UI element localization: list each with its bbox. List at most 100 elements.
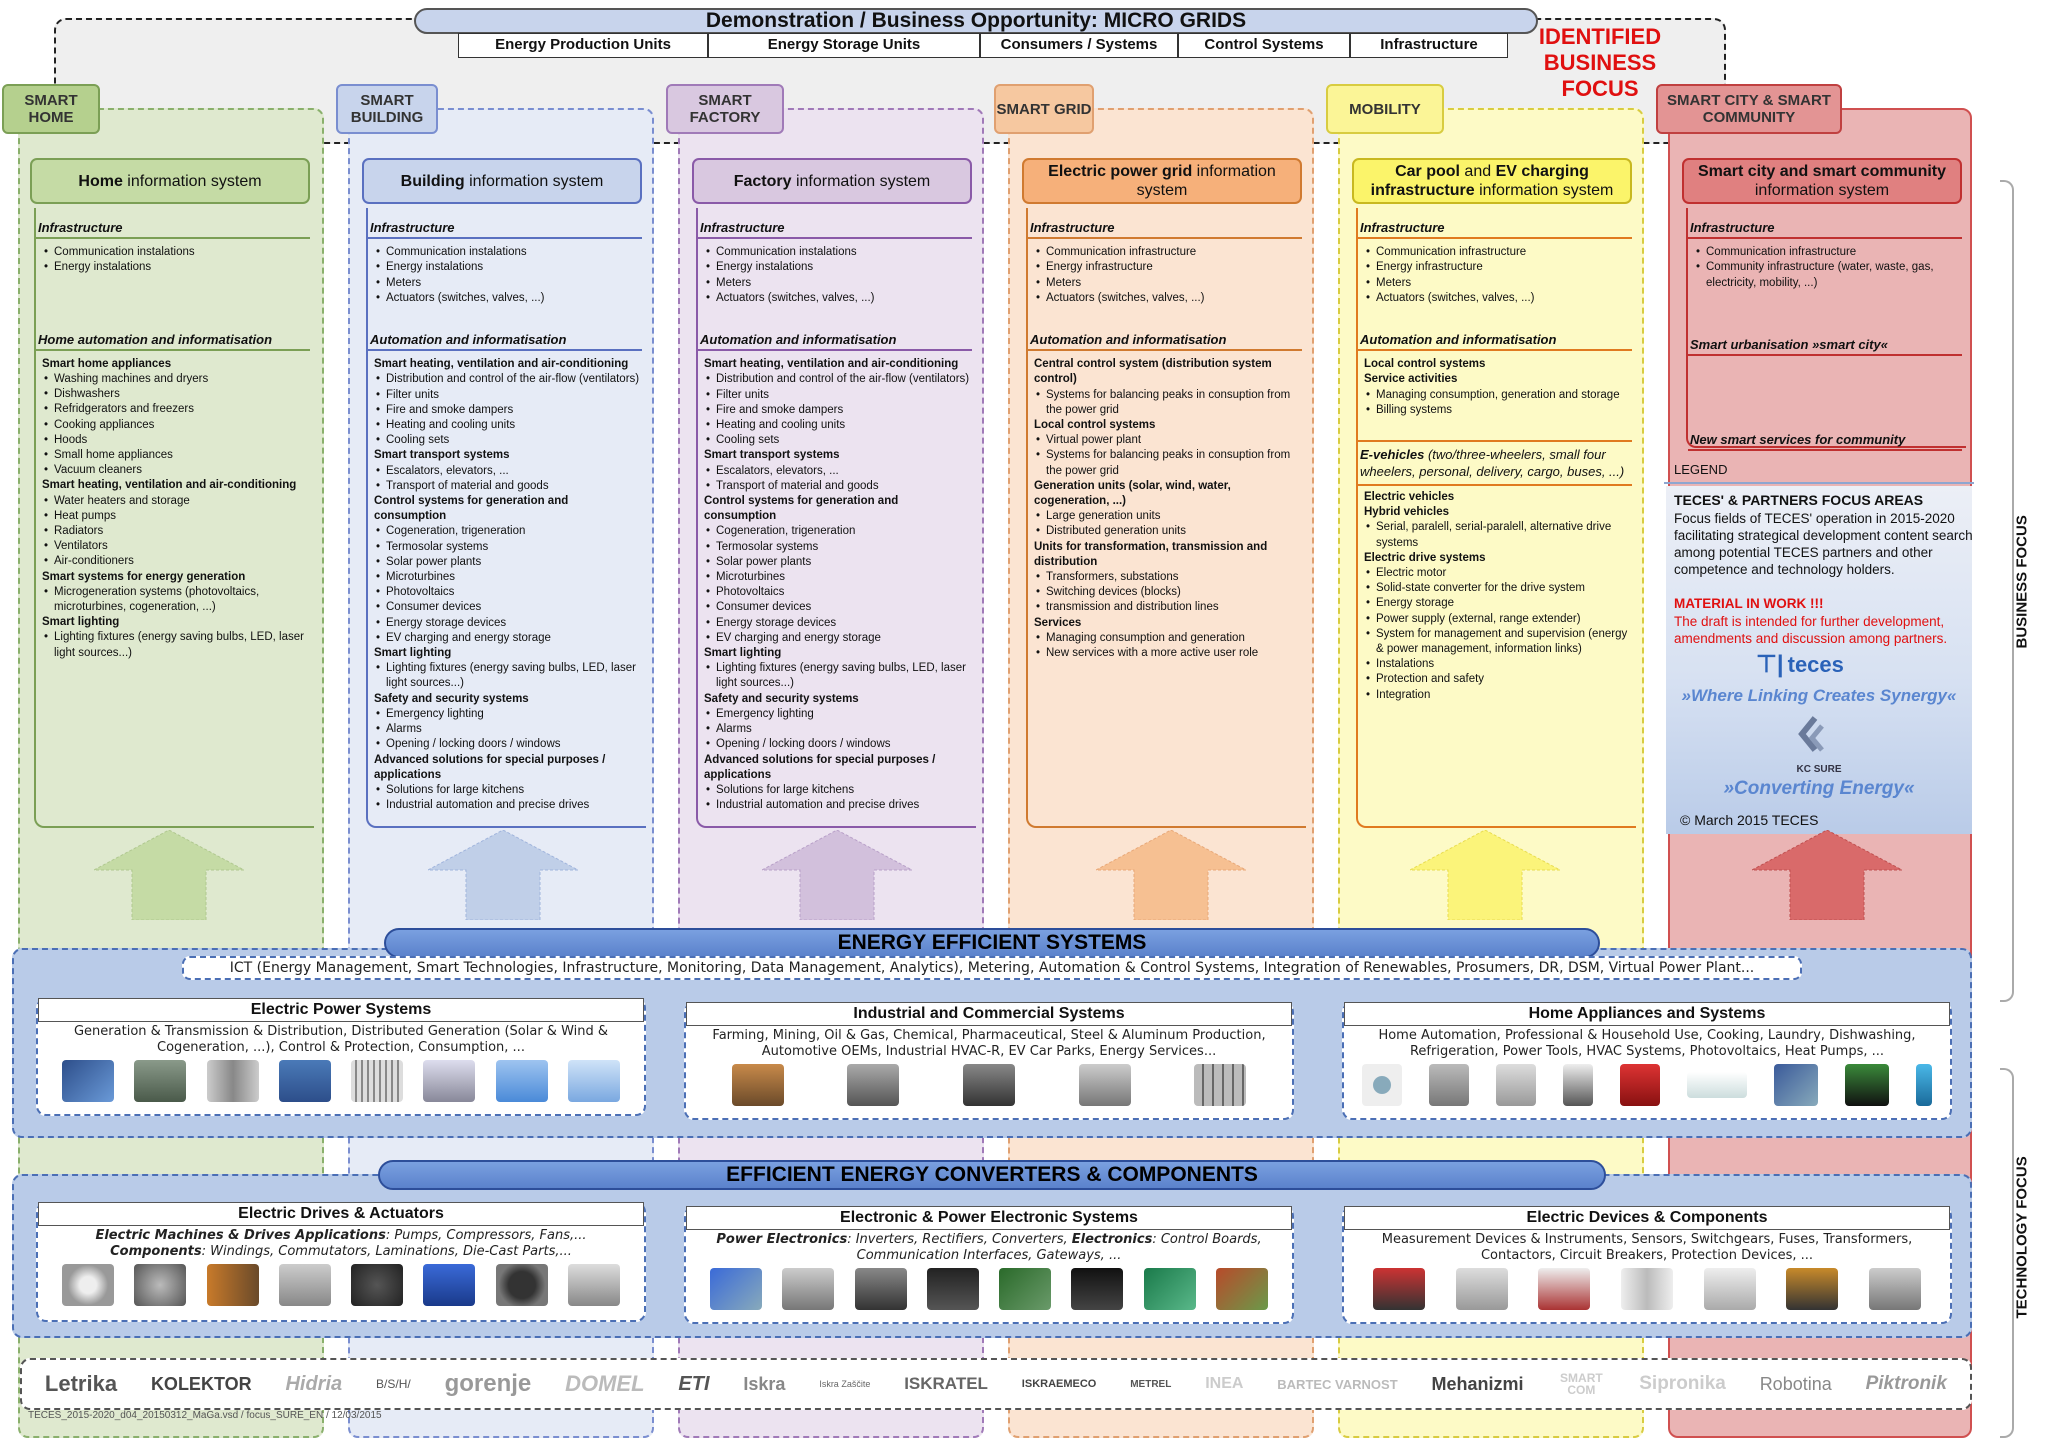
list-item: Dishwashers [42,387,310,402]
list-item: Consumer devices [704,600,972,615]
list-item: Microturbines [704,570,972,585]
partner-logos-bar: Letrika KOLEKTOR Hidria B/S/H/ gorenje D… [20,1358,1972,1410]
home-panel: Infrastructure Communication instalation… [34,208,314,828]
logo-iskra-zascite: Iskra Zaščite [819,1379,871,1389]
logo-mehanizmi: Mehanizmi [1431,1373,1524,1394]
list-item: Energy instalations [374,260,642,275]
group-heading: Local control systems [1364,358,1486,371]
eec-electric-devices-components: Electric Devices & Components Measuremen… [1342,1206,1952,1324]
factory-auto-heading: Automation and informatisation [698,332,972,352]
list-item: System for management and supervision (e… [1364,627,1632,657]
circuit-board-icon [710,1268,763,1310]
list-item: Washing machines and dryers [42,372,310,387]
list-item: Energy infrastructure [1034,260,1302,275]
group-heading: Control systems for generation and consu… [374,495,569,523]
list-item: Systems for balancing peaks in consuptio… [1034,448,1302,478]
list-item: Heating and cooling units [374,418,642,433]
eec-electric-drives-actuators: Electric Drives & Actuators Electric Mac… [36,1202,646,1322]
logo-letrika: Letrika [44,1371,118,1396]
converter-icon [854,1268,907,1310]
list-item: Escalators, elevators, ... [704,464,972,479]
building-panel: Infrastructure Communication instalation… [366,208,646,828]
list-item: Alarms [374,722,642,737]
list-item: Refridgerators and freezers [42,402,310,417]
switchgear-icon [206,1060,259,1102]
tab-energy-storage: Energy Storage Units [708,33,980,58]
tab-energy-production: Energy Production Units [458,33,708,58]
kc-sure-logo-text: KC SURE [1796,764,1842,775]
blue-motor-icon [423,1264,476,1306]
box-title: Home Appliances and Systems [1344,1002,1950,1026]
energy-meter-icon [1455,1268,1508,1310]
list-item: transmission and distribution lines [1034,600,1302,615]
ees-ict-line: ICT (Energy Management, Smart Technologi… [182,956,1802,980]
coffee-machine-icon [1619,1064,1660,1106]
list-item: Cogeneration, trigeneration [374,524,642,539]
list-item: Distribution and control of the air-flow… [704,372,972,387]
box-text: Measurement Devices & Instruments, Senso… [1381,1232,1913,1263]
wind-turbine-icon [495,1060,548,1102]
group-heading: Smart systems for energy generation [42,570,246,583]
list-item: Heating and cooling units [704,418,972,433]
blower-icon [567,1264,620,1306]
list-item: Photovoltaics [374,585,642,600]
slogan-synergy: »Where Linking Creates Synergy« [1681,686,1957,705]
list-item: Termosolar systems [374,540,642,555]
logo-gorenje: gorenje [444,1370,532,1397]
thumbs-row [1344,1062,1950,1108]
list-item: Lighting fixtures (energy saving bulbs, … [42,630,310,660]
list-item: Energy storage [1364,596,1632,611]
list-item: Opening / locking doors / windows [704,737,972,752]
group-heading: Hybrid vehicles [1364,506,1450,519]
city-urban-heading: Smart urbanisation »smart city« [1688,337,1962,357]
list-item: Fire and smoke dampers [374,403,642,418]
arrow-city-icon [1752,830,1902,920]
interface-board-icon [1215,1268,1268,1310]
circuit-breaker-icon [1620,1268,1673,1310]
logo-smartcom: SMART COM [1560,1371,1603,1397]
list-item: Industrial automation and precise drives [704,798,972,813]
grid-infra-heading: Infrastructure [1028,220,1302,240]
list-item: Alarms [704,722,972,737]
thumbs-row [38,1058,644,1104]
micro-grids-title: Demonstration / Business Opportunity: MI… [414,8,1538,34]
control-cabinet-icon [1194,1064,1247,1106]
list-item: Communication infrastructure [1364,245,1632,260]
list-item: Transformers, substations [1034,570,1302,585]
list-item: Solar power plants [704,555,972,570]
legend-box [1666,486,1972,834]
list-item: Meters [1364,276,1632,291]
substation-icon [351,1060,404,1102]
inverter-icon [782,1268,835,1310]
legend-date: © March 2015 TECES [1680,812,1819,828]
thumbs-row [686,1266,1292,1312]
list-item: Lighting fixtures (energy saving bulbs, … [704,661,972,691]
group-heading: Advanced solutions for special purposes … [374,753,606,781]
business-focus-bracket [2000,180,2014,1002]
box-text: Power Electronics: Inverters, Rectifiers… [716,1232,1262,1263]
generator-icon [278,1060,331,1102]
list-item: Protection and safety [1364,672,1632,687]
group-heading: Smart lighting [374,647,452,660]
list-item: Distribution and control of the air-flow… [374,372,642,387]
city-info-header: Smart city and smart community informati… [1682,158,1962,204]
eec-title: EFFICIENT ENERGY CONVERTERS & COMPONENTS [378,1160,1606,1190]
slogan-converting: »Converting Energy« [1723,778,1915,799]
list-item: Solutions for large kitchens [374,783,642,798]
list-item: Cooling sets [704,433,972,448]
photovoltaic-icon [1774,1064,1819,1106]
axial-fan-icon [495,1264,548,1306]
cat-smart-city: SMART CITY & SMART COMMUNITY [1656,84,1842,134]
mobility-infra-heading: Infrastructure [1358,220,1632,240]
list-item: Integration [1364,688,1632,703]
box-text: Electric Machines & Drives Applications:… [95,1228,587,1259]
logo-kolektor: KOLEKTOR [150,1373,252,1394]
list-item: Energy storage devices [374,616,642,631]
factory-panel: Infrastructure Communication instalation… [696,208,976,828]
list-item: Switching devices (blocks) [1034,585,1302,600]
logo-hidria: Hidria [285,1372,343,1395]
grid-info-header: Electric power grid information system [1022,158,1302,204]
logo-bartec: BARTEC VARNOST [1277,1376,1398,1392]
list-item: Energy instalations [42,260,310,275]
group-heading: Smart lighting [704,647,782,660]
